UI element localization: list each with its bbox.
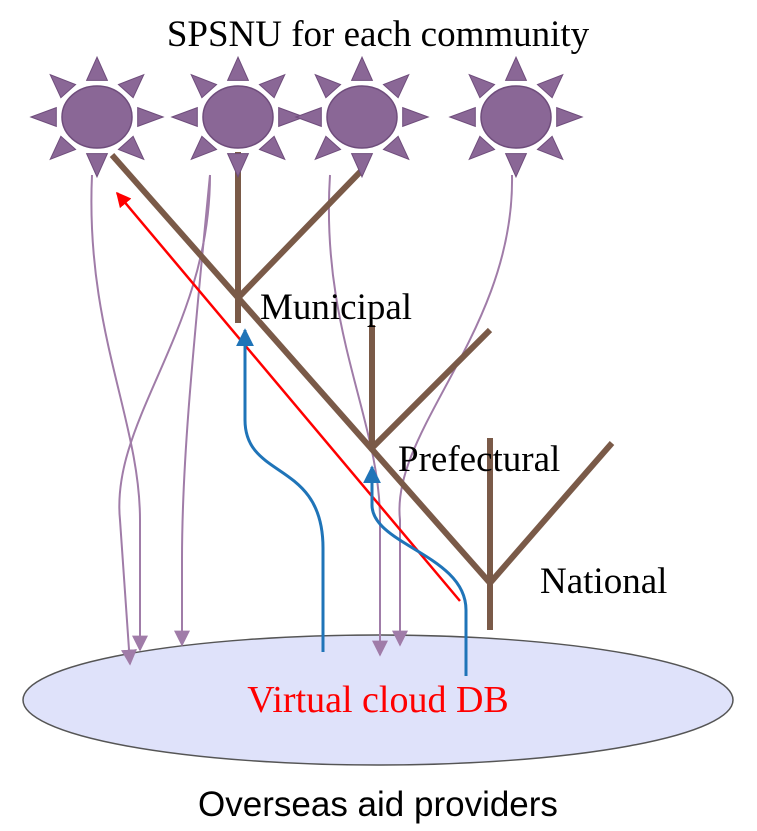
sun-icon xyxy=(448,55,584,179)
sun-ray xyxy=(49,73,77,99)
sun-ray xyxy=(448,106,476,128)
sun-ray xyxy=(350,55,374,81)
flow-line xyxy=(174,174,211,647)
flow-line xyxy=(327,174,388,657)
municipal-label: Municipal xyxy=(260,287,412,328)
sun-ray xyxy=(190,135,218,161)
community-suns xyxy=(29,55,584,179)
sun-ray xyxy=(258,135,286,161)
virtual-cloud-db xyxy=(22,634,734,766)
sun-ray xyxy=(350,153,374,179)
sun-ray xyxy=(170,106,198,128)
db-upload-arrows xyxy=(236,328,468,676)
sun-body xyxy=(326,85,398,149)
db-to-municipal-arrow xyxy=(236,328,325,652)
prefectural-label: Prefectural xyxy=(398,439,560,480)
diagram-title: SPSNU for each community xyxy=(167,14,590,55)
db-to-prefectural-arrow xyxy=(363,465,468,676)
sun-ray xyxy=(117,73,145,99)
sun-ray xyxy=(556,106,584,128)
sun-ray xyxy=(314,135,342,161)
sun-icon xyxy=(294,55,430,179)
sun-ray xyxy=(117,135,145,161)
sun-icon xyxy=(29,55,165,179)
sun-ray xyxy=(294,106,322,128)
sun-ray xyxy=(314,73,342,99)
community-flow-lines xyxy=(90,174,514,666)
sun-ray xyxy=(278,106,306,128)
sun-ray xyxy=(85,55,109,81)
sun-ray xyxy=(49,135,77,161)
sun-ray xyxy=(85,153,109,179)
sun-ray xyxy=(137,106,165,128)
sun-body xyxy=(480,85,552,149)
sun-ray xyxy=(190,73,218,99)
sun-ray xyxy=(226,55,250,81)
caption: Overseas aid providers xyxy=(198,785,558,824)
sun-ray xyxy=(382,73,410,99)
national-to-community-arrow xyxy=(116,191,461,602)
sun-body xyxy=(61,85,133,149)
flow-line xyxy=(392,174,514,647)
admin-tree xyxy=(109,152,615,630)
national-label: National xyxy=(540,561,667,602)
sun-body xyxy=(202,85,274,149)
sun-ray xyxy=(402,106,430,128)
sun-ray xyxy=(504,55,528,81)
sun-ray xyxy=(504,153,528,179)
sun-ray xyxy=(29,106,57,128)
sun-ray xyxy=(536,135,564,161)
sun-icon xyxy=(170,55,306,179)
sun-ray xyxy=(382,135,410,161)
sun-ray xyxy=(468,73,496,99)
sun-ray xyxy=(226,153,250,179)
sun-ray xyxy=(536,73,564,99)
virtual-cloud-db-label: Virtual cloud DB xyxy=(247,679,509,721)
flow-line xyxy=(90,174,148,652)
sun-ray xyxy=(468,135,496,161)
sun-ray xyxy=(258,73,286,99)
